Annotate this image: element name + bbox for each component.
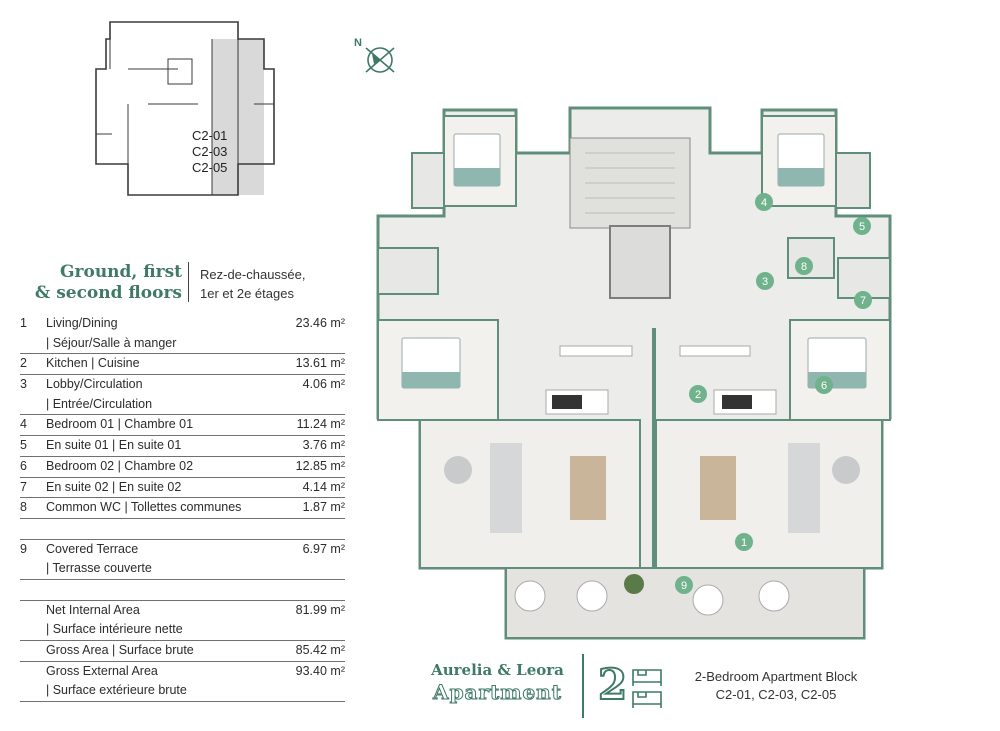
area-row (20, 519, 345, 540)
room-label: Gross External Area (46, 663, 158, 678)
room-area: 13.61 m² (295, 356, 345, 371)
room-area: 85.42 m² (295, 643, 345, 657)
area-row: | Séjour/Salle à manger (20, 334, 345, 355)
room-area: 4.14 m² (302, 479, 345, 494)
room-marker-8: 8 (795, 257, 813, 275)
floor-plan: 1 2 3 4 5 6 7 8 9 (376, 106, 892, 640)
room-number: 3 (20, 377, 27, 392)
svg-text:1: 1 (741, 537, 747, 549)
room-area: 81.99 m² (295, 602, 345, 617)
floors-heading: Ground, first & second floors (34, 262, 182, 303)
key-plan-unit: C2-01 (192, 128, 227, 143)
area-row: 6 Bedroom 02 | Chambre 02 12.85 m² (20, 457, 345, 478)
key-plan-units: C2-01 C2-03 C2-05 (192, 128, 227, 175)
area-schedule: 1 Living/Dining 23.46 m² | Séjour/Salle à m… (20, 314, 345, 703)
room-label: Bedroom 01 | Chambre 01 (46, 417, 194, 432)
compass-icon: N (354, 37, 395, 73)
area-row: 8 Common WC | Tollettes communes 1.87 m² (20, 498, 345, 519)
room-label: En suite 01 | En suite 01 (46, 438, 182, 453)
area-row: 1 Living/Dining 23.46 m² (20, 314, 345, 334)
room-marker-9: 9 (675, 576, 693, 594)
svg-text:5: 5 (859, 221, 865, 233)
room-number: 9 (20, 541, 27, 556)
bedroom-count: 2 (597, 659, 628, 710)
heading-divider (188, 262, 189, 302)
room-marker-7: 7 (854, 291, 872, 309)
room-number: 4 (20, 417, 27, 432)
key-plan-unit: C2-05 (192, 160, 227, 175)
floors-subheading: Rez-de-chaussée, 1er et 2e étages (200, 267, 306, 301)
room-number: 5 (20, 438, 27, 453)
area-row: 5 En suite 01 | En suite 01 3.76 m² (20, 436, 345, 457)
area-row: | Terrasse couverte (20, 559, 345, 580)
project-brand: Aurelia & Leora Apartment (431, 661, 564, 705)
area-row: 3 Lobby/Circulation 4.06 m² (20, 375, 345, 395)
svg-text:3: 3 (762, 276, 768, 288)
svg-text:7: 7 (860, 295, 866, 307)
room-number: 6 (20, 458, 27, 473)
svg-text:N: N (354, 37, 362, 49)
room-number: 1 (20, 316, 27, 330)
key-plan: C2-01 C2-03 C2-05 (95, 21, 275, 196)
room-area: 11.24 m² (296, 417, 345, 432)
svg-text:2: 2 (695, 389, 701, 401)
room-area: 3.76 m² (302, 438, 345, 453)
area-row: 7 En suite 02 | En suite 02 4.14 m² (20, 478, 345, 499)
area-row: Net Internal Area 81.99 m² (20, 601, 345, 621)
room-label: Gross Area | Surface brute (46, 643, 194, 657)
room-label: En suite 02 | En suite 02 (46, 479, 182, 494)
room-label: Lobby/Circulation (46, 377, 143, 392)
room-marker-5: 5 (853, 217, 871, 235)
svg-text:8: 8 (801, 261, 807, 273)
svg-text:9: 9 (681, 580, 687, 592)
area-row: Gross Area | Surface brute 85.42 m² (20, 641, 345, 662)
room-area: 4.06 m² (302, 377, 345, 392)
room-label: | Surface extérieure brute (46, 683, 187, 698)
area-row (20, 580, 345, 601)
room-area: 23.46 m² (295, 316, 345, 330)
room-number: 8 (20, 500, 27, 515)
area-row: | Surface intérieure nette (20, 620, 345, 641)
room-label: Bedroom 02 | Chambre 02 (46, 458, 194, 473)
room-label: Common WC | Tollettes communes (46, 500, 242, 515)
room-marker-2: 2 (689, 385, 707, 403)
room-number: 2 (20, 356, 27, 371)
room-label: | Surface intérieure nette (46, 622, 183, 637)
block-caption: 2-Bedroom Apartment Block C2-01, C2-03, … (694, 669, 858, 702)
room-label: | Séjour/Salle à manger (46, 335, 177, 350)
area-row: 4 Bedroom 01 | Chambre 01 11.24 m² (20, 415, 345, 437)
room-marker-3: 3 (756, 272, 774, 290)
svg-text:6: 6 (821, 380, 827, 392)
room-area: 12.85 m² (295, 458, 345, 473)
key-plan-unit: C2-03 (192, 144, 227, 159)
svg-text:4: 4 (761, 197, 767, 209)
room-area: 93.40 m² (295, 663, 345, 678)
area-row: 2 Kitchen | Cuisine 13.61 m² (20, 354, 345, 376)
room-area: 1.87 m² (302, 500, 345, 515)
brand-divider (582, 654, 584, 718)
area-row: | Surface extérieure brute (20, 681, 345, 703)
room-marker-6: 6 (815, 376, 833, 394)
area-row: Gross External Area 93.40 m² (20, 662, 345, 682)
bed-icon (632, 669, 662, 708)
room-label: Covered Terrace (46, 541, 139, 556)
room-label: Net Internal Area (46, 602, 140, 617)
room-area: 6.97 m² (302, 541, 345, 556)
room-label: Kitchen | Cuisine (46, 356, 140, 371)
room-label: | Terrasse couverte (46, 561, 152, 576)
room-label: | Entrée/Circulation (46, 396, 153, 411)
room-marker-4: 4 (755, 193, 773, 211)
room-marker-1: 1 (735, 533, 753, 551)
room-label: Living/Dining (46, 316, 118, 330)
room-number: 7 (20, 479, 27, 494)
area-row: 9 Covered Terrace 6.97 m² (20, 540, 345, 560)
area-row: | Entrée/Circulation (20, 395, 345, 416)
